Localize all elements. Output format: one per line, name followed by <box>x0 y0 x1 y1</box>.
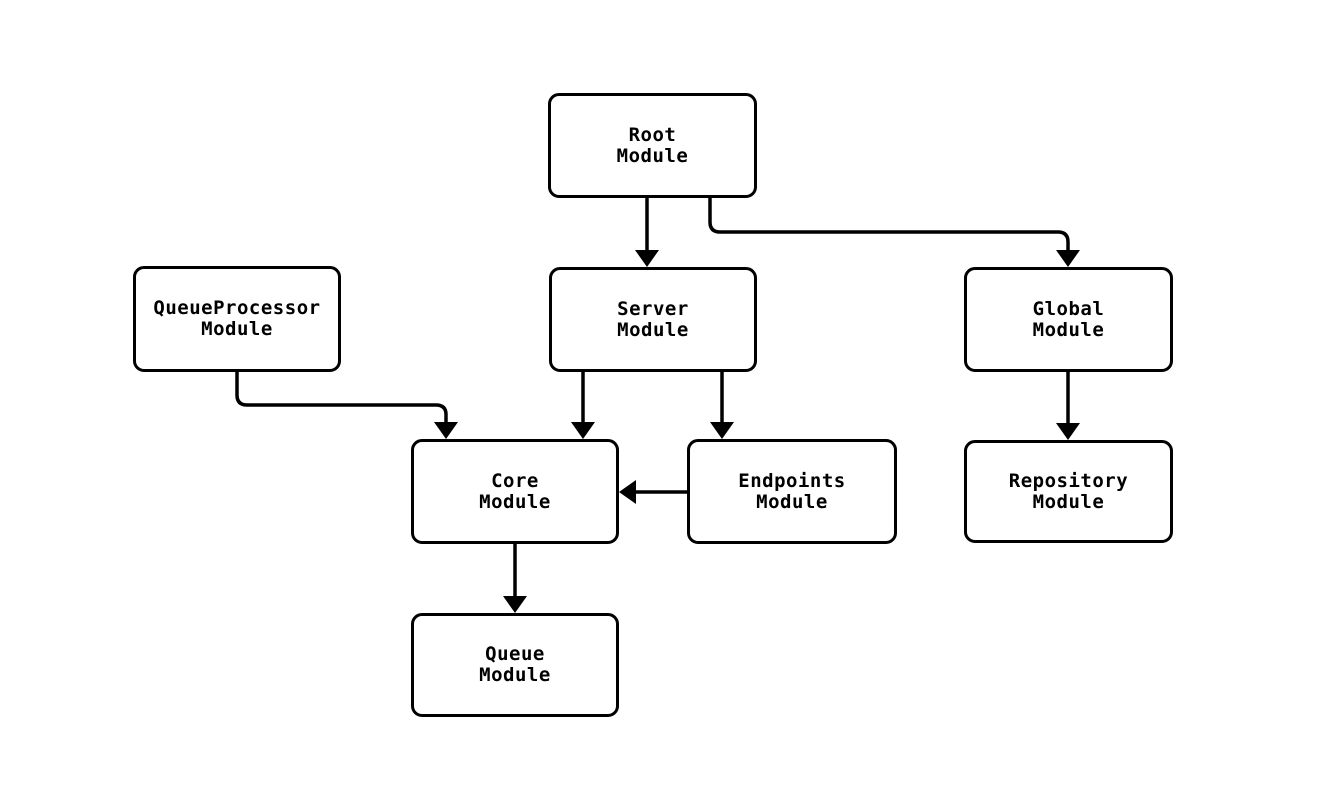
edge-server-to-core <box>571 372 595 439</box>
node-queue-module: Queue Module <box>411 613 619 717</box>
node-label-repository: Repository Module <box>1008 469 1129 513</box>
edge-line <box>235 372 448 424</box>
node-label-queue: Queue Module <box>479 643 551 686</box>
edge-global-to-repository <box>1056 372 1080 440</box>
arrowhead-icon <box>635 250 659 267</box>
edge-queueprocessor-to-core <box>235 372 458 439</box>
edge-root-to-global <box>708 198 1080 267</box>
node-endpoints-module: Endpoints Module <box>687 439 897 544</box>
edge-endpoints-to-core <box>619 480 687 504</box>
edge-line <box>708 198 1070 252</box>
edge-root-to-server <box>635 198 659 267</box>
node-label-queueprocessor: QueueProcessor Module <box>153 297 321 340</box>
edge-server-to-endpoints <box>710 372 734 439</box>
arrowhead-icon <box>1056 250 1080 267</box>
arrowhead-icon <box>1056 423 1080 440</box>
arrowhead-icon <box>503 596 527 613</box>
node-server-module: Server Module <box>549 267 757 372</box>
arrowhead-icon <box>710 422 734 439</box>
node-repository-module: Repository Module <box>964 440 1173 543</box>
node-global-module: Global Module <box>964 267 1173 372</box>
node-root-module: Root Module <box>548 93 757 198</box>
node-label-root: Root Module <box>616 123 689 167</box>
edge-core-to-queue <box>503 544 527 613</box>
node-core-module: Core Module <box>411 439 619 544</box>
arrowhead-icon <box>571 422 595 439</box>
arrowhead-icon <box>434 422 458 439</box>
node-label-global: Global Module <box>1032 297 1105 341</box>
node-label-core: Core Module <box>479 469 551 513</box>
arrowhead-icon <box>619 480 636 504</box>
node-queueprocessor-module: QueueProcessor Module <box>133 266 341 372</box>
node-label-endpoints: Endpoints Module <box>738 469 846 513</box>
node-label-server: Server Module <box>617 297 689 341</box>
